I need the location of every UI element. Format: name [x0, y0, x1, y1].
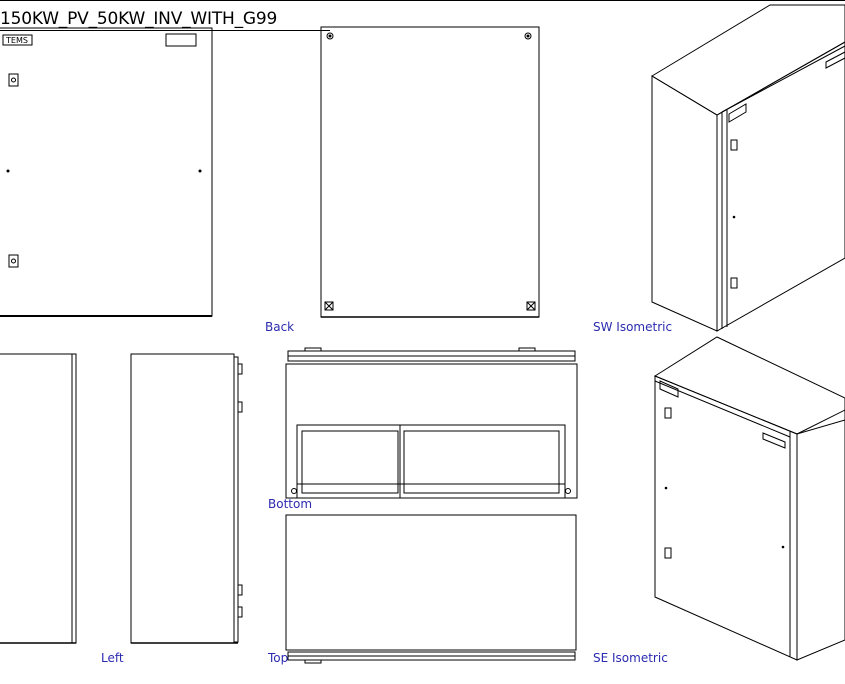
drawing-title: 150KW_PV_50KW_INV_WITH_G99: [0, 9, 278, 29]
view-label-top: Top: [268, 651, 289, 665]
back-view: [320, 26, 540, 318]
view-label-bottom: Bottom: [268, 497, 313, 511]
view-label-back: Back: [265, 320, 295, 334]
left-view: [0, 353, 77, 644]
title-underline: [0, 30, 330, 31]
view-label-sw-isometric: SW Isometric: [593, 320, 673, 334]
bottom-view: [285, 347, 578, 499]
badge: [2, 34, 33, 46]
se-isometric-view: [653, 336, 845, 661]
front-view: TEMS: [0, 27, 213, 317]
lock-icon: [8, 254, 19, 268]
right-side-view: [130, 353, 243, 644]
view-label-left: Left: [101, 651, 124, 665]
lock-icon: [8, 73, 19, 87]
sw-isometric-view: [651, 4, 845, 332]
badge-text: TEMS: [5, 36, 28, 45]
label-plate: [165, 33, 197, 47]
top-view: [285, 514, 577, 664]
view-label-se-isometric: SE Isometric: [593, 651, 668, 665]
